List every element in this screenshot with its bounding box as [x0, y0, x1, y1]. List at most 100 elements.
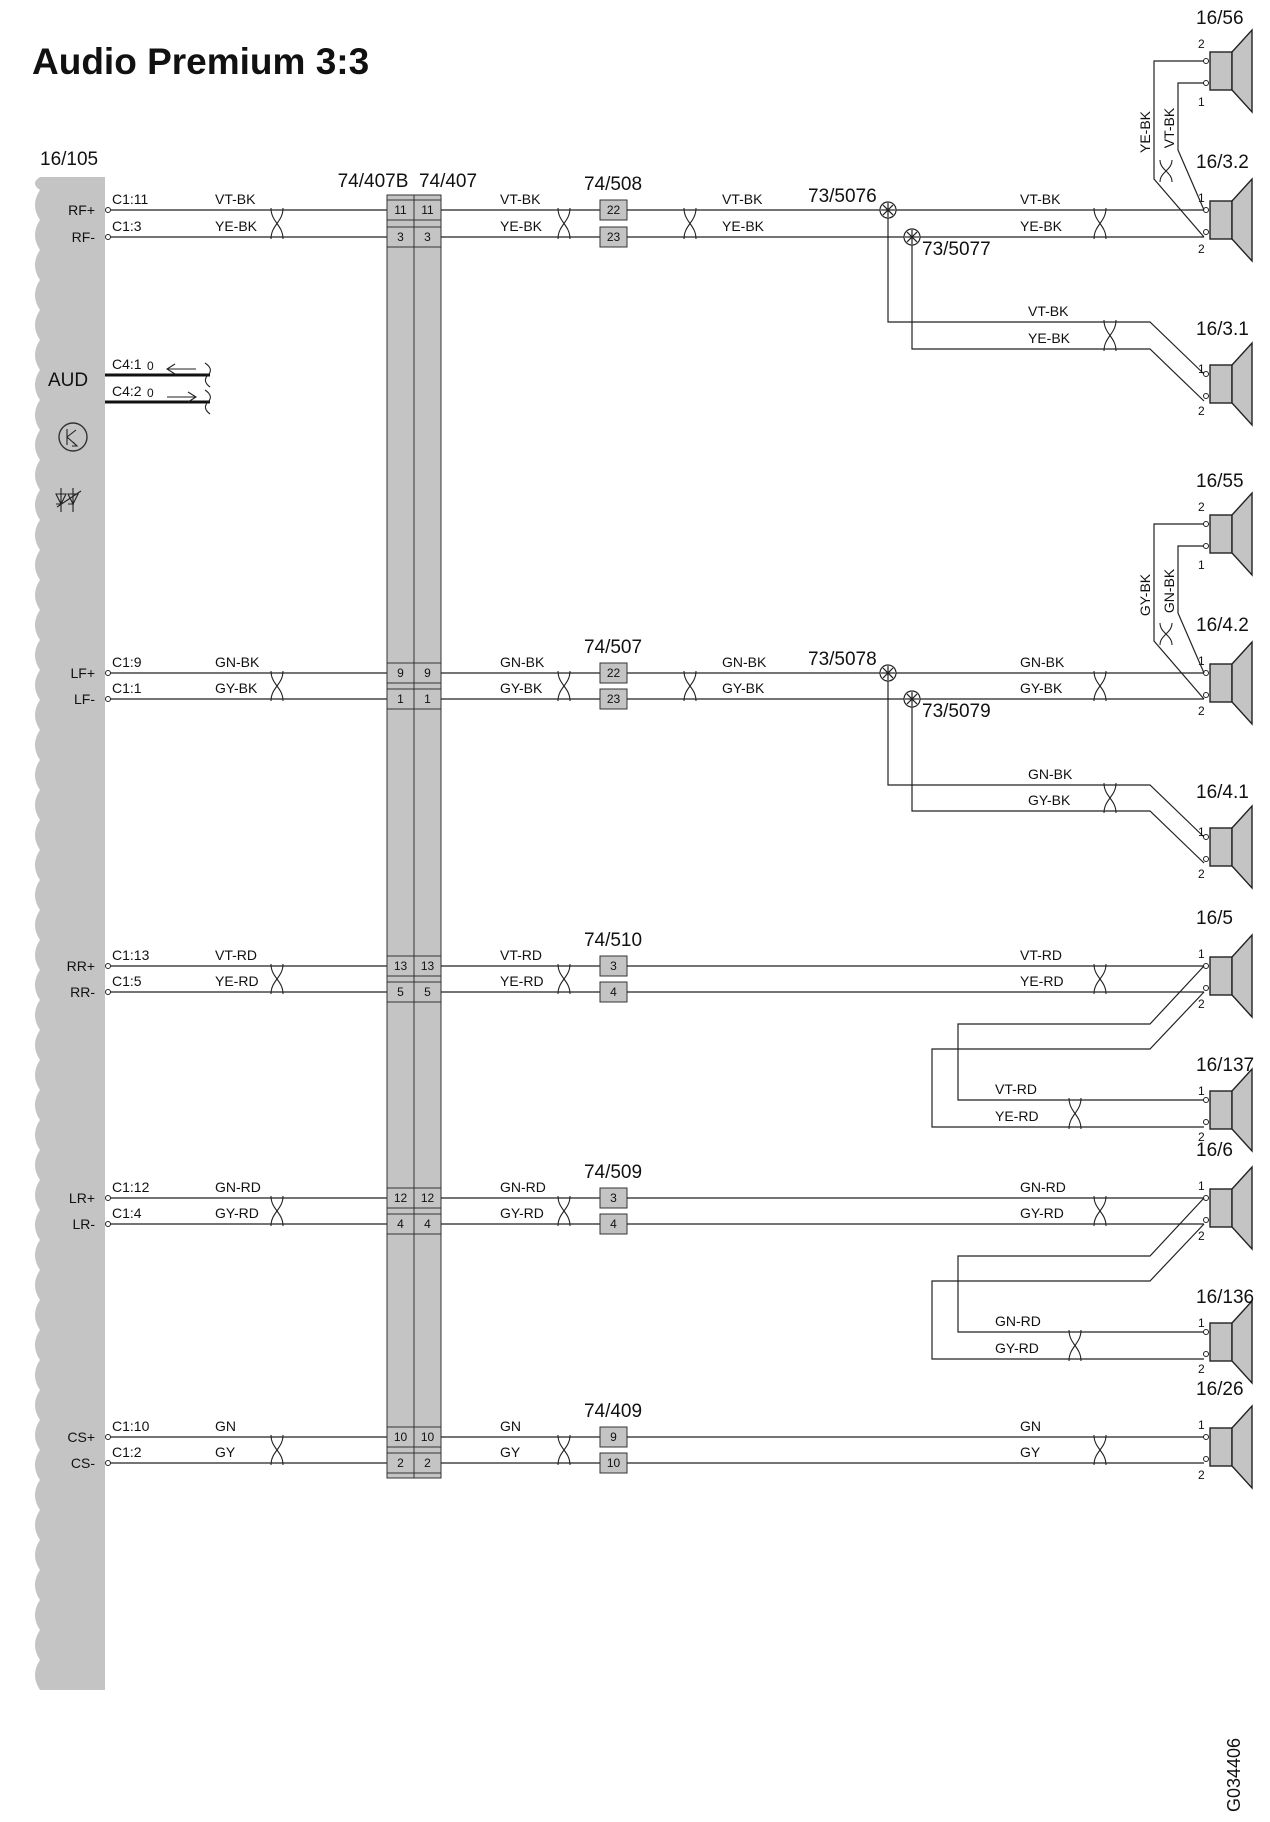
speaker-rf-tweeter-body [1209, 51, 1233, 91]
harness-pin-10-label: 10 [607, 1456, 621, 1470]
wire-label: VT-BK [215, 191, 256, 207]
speaker-lf-tweeter-term1 [1203, 521, 1209, 527]
wire-label: VT-BK [722, 191, 763, 207]
speaker-pin-1: 1 [1198, 654, 1205, 668]
inline-pin-4-label: 4 [424, 1217, 431, 1231]
speaker-rr-branch-term1 [1203, 1097, 1209, 1103]
harness-pin-4-label: 4 [610, 1217, 617, 1231]
inline-pin-10-label: 10 [421, 1430, 435, 1444]
module-pin-terminal [105, 1221, 111, 1227]
speaker-lf-branch-term1 [1203, 834, 1209, 840]
module-pin-terminal [105, 1434, 111, 1440]
cpin-C1-10: C1:10 [112, 1418, 150, 1434]
module-pin-terminal [105, 670, 111, 676]
twisted-pair-icon [557, 1195, 571, 1227]
wire-label: GY-BK [722, 680, 765, 696]
inline-pin-1-label: 1 [397, 692, 404, 706]
twisted-pair-icon [1068, 1329, 1082, 1362]
wire-label: GN-RD [1020, 1179, 1066, 1195]
speaker-lr-main-cone [1231, 1165, 1253, 1251]
speaker-ref-rf-main: 16/3.2 [1196, 152, 1249, 173]
module-pin-terminal [105, 1460, 111, 1466]
speaker-lf-branch-term2 [1203, 856, 1209, 862]
speaker-lf-branch-cone [1231, 804, 1253, 890]
cpin-C1-1: C1:1 [112, 680, 142, 696]
drawing-code: G034406 [1224, 1738, 1244, 1812]
splice-lf-1-mark [882, 667, 894, 679]
module-pin-terminal [105, 1195, 111, 1201]
speaker-lf-tweeter-body [1209, 514, 1233, 554]
twisted-pair-icon [1093, 1434, 1107, 1466]
aud-line-end-2 [204, 389, 211, 415]
wire-label: YE-RD [1020, 973, 1064, 989]
wire-label: GN [500, 1418, 521, 1434]
wire-label: VT-RD [500, 947, 542, 963]
speaker-rf-tweeter-term2 [1203, 80, 1209, 86]
module-pin-terminal [105, 963, 111, 969]
inline-pin-11-label: 11 [394, 203, 407, 217]
module-pin-LR+: LR+ [69, 1190, 95, 1206]
twisted-pair-icon [1103, 319, 1117, 352]
wire-label: YE-BK [215, 218, 258, 234]
speaker-rf-tweeter-term1 [1203, 58, 1209, 64]
speaker-ref-lf-main: 16/4.2 [1196, 615, 1249, 636]
wire-label: GN-RD [995, 1313, 1041, 1329]
module-pin-RR-: RR- [70, 984, 95, 1000]
speaker-lr-main-term2 [1203, 1217, 1209, 1223]
inline-connector-407b [386, 194, 415, 1479]
harness-connector-lf: 74/507 [584, 637, 642, 658]
speaker-lr-main-term1 [1203, 1195, 1209, 1201]
arrow-left-icon [165, 363, 196, 375]
speaker-rr-main-body [1209, 956, 1233, 996]
speaker-pin-1: 1 [1198, 1418, 1205, 1432]
wire-label: VT-BK [1161, 107, 1177, 148]
splice-lf-2-mark [906, 693, 918, 705]
speaker-lf-main-term2 [1203, 692, 1209, 698]
splice-ref-lf-1: 73/5078 [808, 649, 877, 670]
module-pin-LF+: LF+ [70, 665, 95, 681]
module-pin-terminal [105, 207, 111, 213]
harness-connector-rr: 74/510 [584, 930, 642, 951]
speaker-pin-1: 1 [1198, 1316, 1205, 1330]
branch-wire-rf-1 [887, 218, 1205, 375]
speaker-pin-2: 2 [1198, 1130, 1205, 1144]
speaker-lr-branch-body [1209, 1322, 1233, 1362]
tweeter-wire-2 [1177, 82, 1205, 211]
speaker-pin-2: 2 [1198, 37, 1205, 51]
speaker-ref-rr-main: 16/5 [1196, 908, 1233, 929]
tweeter-wire-1 [1153, 523, 1205, 700]
aud-connector-1: C4:1 [112, 356, 142, 372]
wire-label: GN-BK [1020, 654, 1065, 670]
speaker-pin-2: 2 [1198, 500, 1205, 514]
tweeter-wire-1 [1153, 60, 1205, 238]
wire-label: VT-RD [215, 947, 257, 963]
twisted-pair-icon [270, 1434, 284, 1466]
harness-pin-3-label: 3 [610, 1191, 617, 1205]
speaker-rf-branch-body [1209, 364, 1233, 404]
twisted-pair-icon [557, 1434, 571, 1466]
speaker-lf-tweeter-cone [1231, 491, 1253, 577]
wire-label: GY-BK [1137, 573, 1153, 616]
harness-pin-9-label: 9 [610, 1430, 617, 1444]
cpin-C1-12: C1:12 [112, 1179, 150, 1195]
inline-pin-4-label: 4 [397, 1217, 404, 1231]
inline-pin-1-label: 1 [424, 692, 431, 706]
aud-line-end-1 [204, 362, 211, 388]
speaker-pin-1: 1 [1198, 191, 1205, 205]
wire-label: GY-RD [1020, 1205, 1064, 1221]
inline-pin-3-label: 3 [397, 230, 404, 244]
cpin-C1-2: C1:2 [112, 1444, 142, 1460]
speaker-lr-branch-term1 [1203, 1329, 1209, 1335]
speaker-rf-main-cone [1231, 177, 1253, 263]
wire-label: GN-BK [1161, 568, 1177, 613]
speaker-ref-rf-branch: 16/3.1 [1196, 319, 1249, 340]
speaker-pin-2: 2 [1198, 704, 1205, 718]
harness-connector-lr: 74/509 [584, 1162, 642, 1183]
connector-ref-407: 74/407 [419, 171, 477, 192]
twisted-pair-icon [270, 963, 284, 995]
module-pin-terminal [105, 696, 111, 702]
wire-label: GN-BK [215, 654, 260, 670]
twisted-pair-icon [1159, 159, 1173, 183]
harness-pin-22-label: 22 [607, 203, 621, 217]
harness-pin-3-label: 3 [610, 959, 617, 973]
